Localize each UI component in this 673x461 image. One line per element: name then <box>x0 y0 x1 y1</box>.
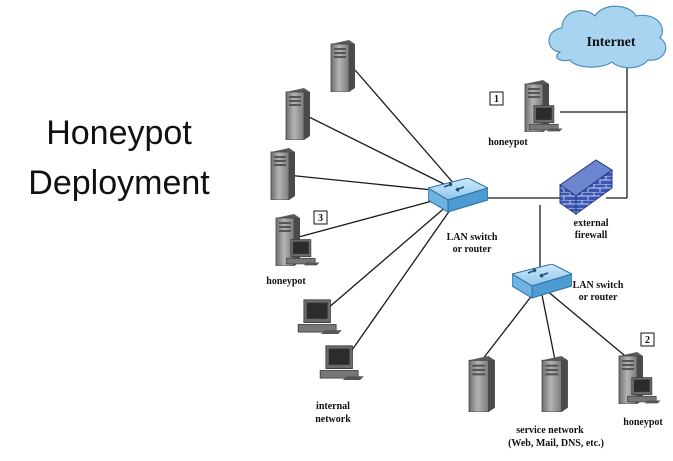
service-server-2 <box>541 356 569 412</box>
slide-title: Honeypot Deployment <box>8 108 230 208</box>
service-server-1 <box>468 356 496 412</box>
internet-cloud: Internet <box>548 5 667 69</box>
service-network-label-1: service network <box>516 425 584 436</box>
internal-network-label-1: internal <box>316 401 350 412</box>
internal-workstation-2 <box>319 345 365 380</box>
honeypot-2-number-box <box>640 332 655 347</box>
title-line-1: Honeypot <box>46 114 192 152</box>
lan-switch-internal-label-2: or router <box>453 244 492 255</box>
external-firewall: external firewall <box>559 159 613 241</box>
lan-switch-service-label-2: or router <box>579 292 618 303</box>
lan-switch-internal-label-1: LAN switch <box>447 232 498 243</box>
honeypot-3: 3 honeypot <box>266 210 328 287</box>
honeypot-1-number-box <box>489 91 504 106</box>
lan-switch-internal: LAN switch or router <box>428 178 498 255</box>
honeypot-2: 2 honeypot <box>618 332 663 428</box>
title-line-2: Deployment <box>28 164 210 202</box>
internal-server-1 <box>330 40 356 92</box>
internet-label: Internet <box>587 35 636 50</box>
honeypot-3-number-box <box>313 210 328 225</box>
firewall-label-1: external <box>574 218 609 229</box>
honeypot-3-label: honeypot <box>266 276 306 287</box>
honeypot-1-number: 1 <box>494 94 499 105</box>
internal-server-2 <box>285 88 311 140</box>
internal-network-label-2: network <box>315 414 351 425</box>
honeypot-2-number: 2 <box>645 335 650 346</box>
lan-switch-service: LAN switch or router <box>512 264 624 303</box>
firewall-label-2: firewall <box>575 230 608 241</box>
network-links <box>286 68 631 361</box>
service-network-label-2: (Web, Mail, DNS, etc.) <box>508 438 604 449</box>
internal-server-3 <box>270 148 296 200</box>
honeypot-2-label: honeypot <box>623 417 663 428</box>
lan-switch-service-label-1: LAN switch <box>573 280 624 291</box>
internal-workstation-1 <box>297 299 343 334</box>
honeypot-3-number: 3 <box>318 213 323 224</box>
honeypot-1-label: honeypot <box>488 137 528 148</box>
honeypot-1: 1 honeypot <box>488 80 563 148</box>
